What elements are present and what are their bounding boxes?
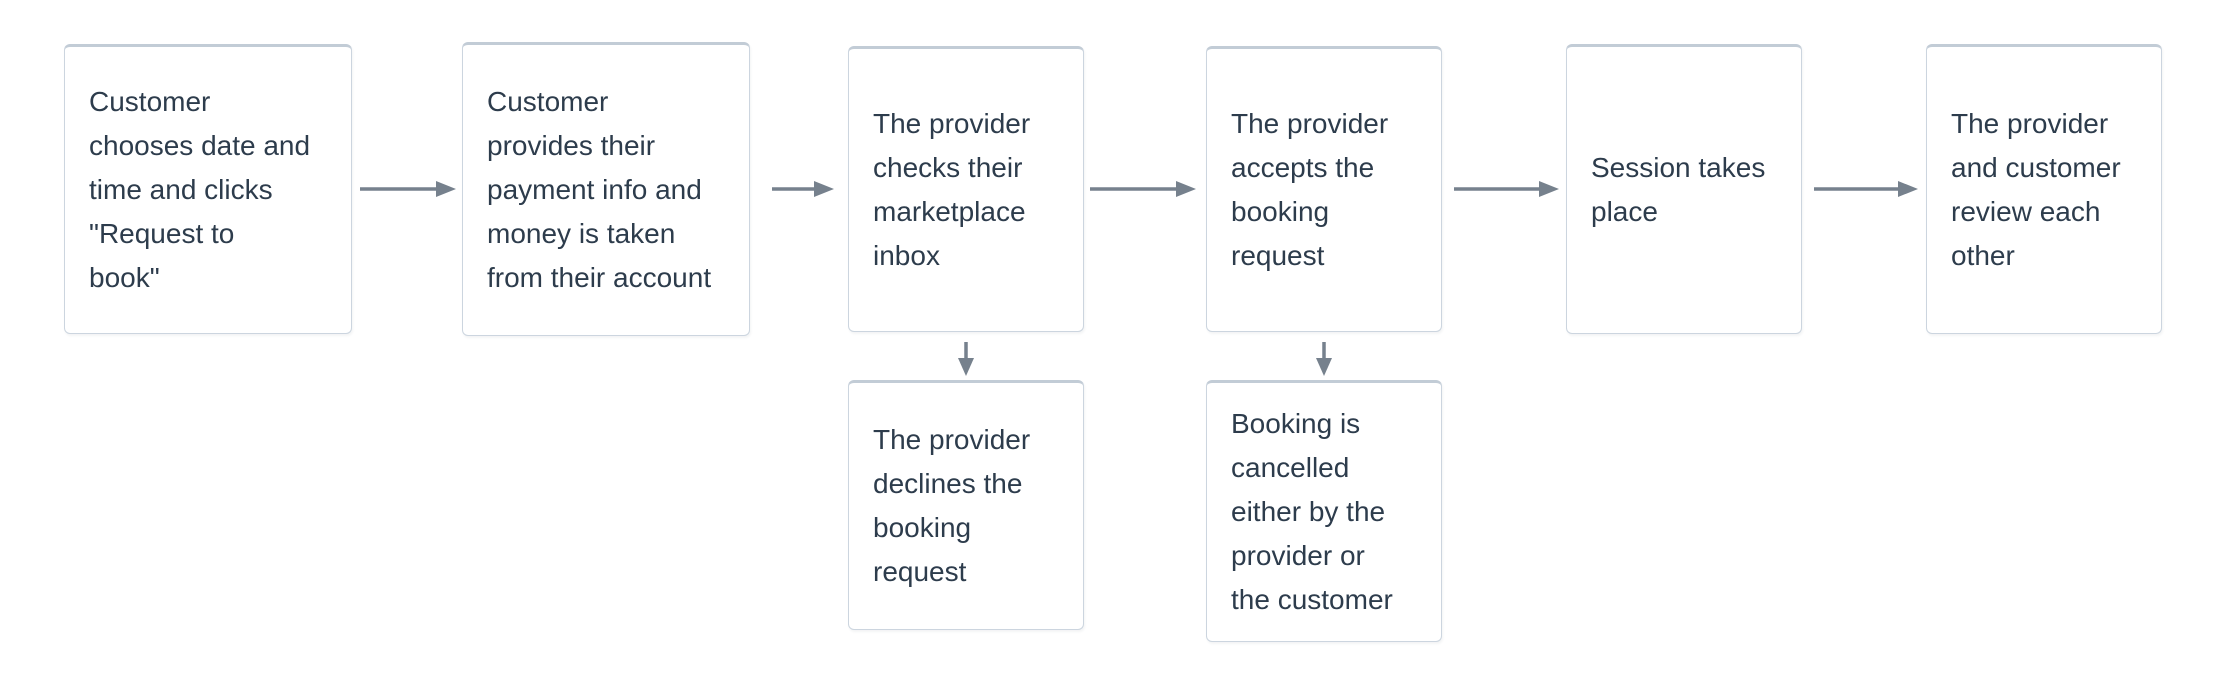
arrow-down-icon [958,342,974,376]
branch-arrow-cancel [1312,342,1336,376]
step-text: Session takes place [1567,146,1789,234]
flow-arrow-3-4 [1090,177,1196,201]
step-box-session-takes-place: Session takes place [1566,44,1802,334]
arrow-right-icon [360,181,456,197]
text-line: from their account [487,262,712,293]
step-box-provider-checks-inbox: The provider checks their marketplace in… [848,46,1084,332]
step-box-payment-info: Customer provides their payment info and… [462,42,750,336]
arrow-right-icon [772,181,834,197]
text-line: book" [89,262,160,293]
text-line: provides their [487,130,656,161]
step-box-request-to-book: Customer chooses date and time and click… [64,44,352,334]
step-text: Booking is cancelled either by the provi… [1207,402,1417,622]
step-text: The provider accepts the booking request [1207,102,1412,278]
text-line: cancelled [1231,452,1350,483]
text-line: booking [873,512,972,543]
step-text: Customer provides their payment info and… [463,80,735,300]
text-line: either by the [1231,496,1386,527]
step-text: The provider declines the booking reques… [849,418,1054,594]
step-box-provider-accepts: The provider accepts the booking request [1206,46,1442,332]
text-line: Session takes [1591,152,1766,183]
step-text: Customer chooses date and time and click… [65,80,334,300]
step-text: The provider and customer review each ot… [1927,102,2145,278]
flow-arrow-1-2 [360,177,456,201]
branch-arrow-decline [954,342,978,376]
text-line: Customer [487,86,609,117]
arrow-right-icon [1814,181,1918,197]
text-line: The provider [1231,108,1389,139]
branch-box-provider-declines: The provider declines the booking reques… [848,380,1084,630]
text-line: the customer [1231,584,1393,615]
text-line: The provider [873,424,1031,455]
text-line: provider or [1231,540,1365,571]
text-line: request [873,556,967,587]
arrow-down-icon [1316,342,1332,376]
text-line: declines the [873,468,1023,499]
text-line: "Request to [89,218,235,249]
text-line: and customer [1951,152,2121,183]
text-line: marketplace [873,196,1026,227]
text-line: The provider [873,108,1031,139]
text-line: inbox [873,240,940,271]
text-line: checks their [873,152,1023,183]
text-line: money is taken [487,218,676,249]
text-line: payment info and [487,174,702,205]
arrow-right-icon [1090,181,1196,197]
branch-box-booking-cancelled: Booking is cancelled either by the provi… [1206,380,1442,642]
text-line: Booking is [1231,408,1361,439]
text-line: request [1231,240,1325,271]
step-text: The provider checks their marketplace in… [849,102,1054,278]
text-line: review each [1951,196,2101,227]
text-line: time and clicks [89,174,273,205]
text-line: booking [1231,196,1330,227]
arrow-right-icon [1454,181,1559,197]
text-line: Customer [89,86,211,117]
text-line: other [1951,240,2015,271]
flow-arrow-4-5 [1454,177,1559,201]
text-line: chooses date and [89,130,311,161]
flow-arrow-5-6 [1814,177,1918,201]
flow-arrow-2-3 [772,177,834,201]
text-line: accepts the [1231,152,1375,183]
text-line: The provider [1951,108,2109,139]
text-line: place [1591,196,1658,227]
step-box-review-each-other: The provider and customer review each ot… [1926,44,2162,334]
